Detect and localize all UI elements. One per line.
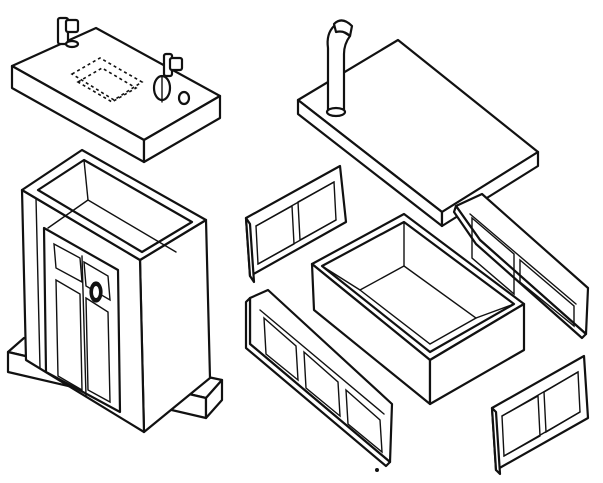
paneled-side-front-left (244, 164, 348, 284)
paneled-side-front-bottom (244, 288, 394, 468)
paneled-side-back-right (452, 192, 590, 340)
faucet-handle-right-icon (152, 52, 191, 106)
cabinet-base-side (204, 378, 224, 420)
sink-top (10, 16, 222, 164)
spout-pipe-icon (325, 19, 354, 118)
door-panel-upper-left (53, 242, 83, 284)
vanity-cabinet (6, 148, 224, 434)
cabinet-door (42, 226, 122, 414)
paneled-side-back-bottom-right (490, 354, 590, 476)
faucet-handle-left-icon (56, 16, 80, 49)
sink-top-side-edge (142, 94, 222, 164)
door-panel-upper-right (83, 260, 111, 302)
ink-speck (375, 468, 380, 473)
door-panel-lower-left (55, 278, 83, 392)
cabinet-top-opening (36, 158, 194, 254)
door-panel-lower-right (85, 296, 111, 404)
basin-outline (70, 57, 144, 101)
box-side-wall (428, 302, 526, 406)
open-box-liner (310, 212, 526, 406)
